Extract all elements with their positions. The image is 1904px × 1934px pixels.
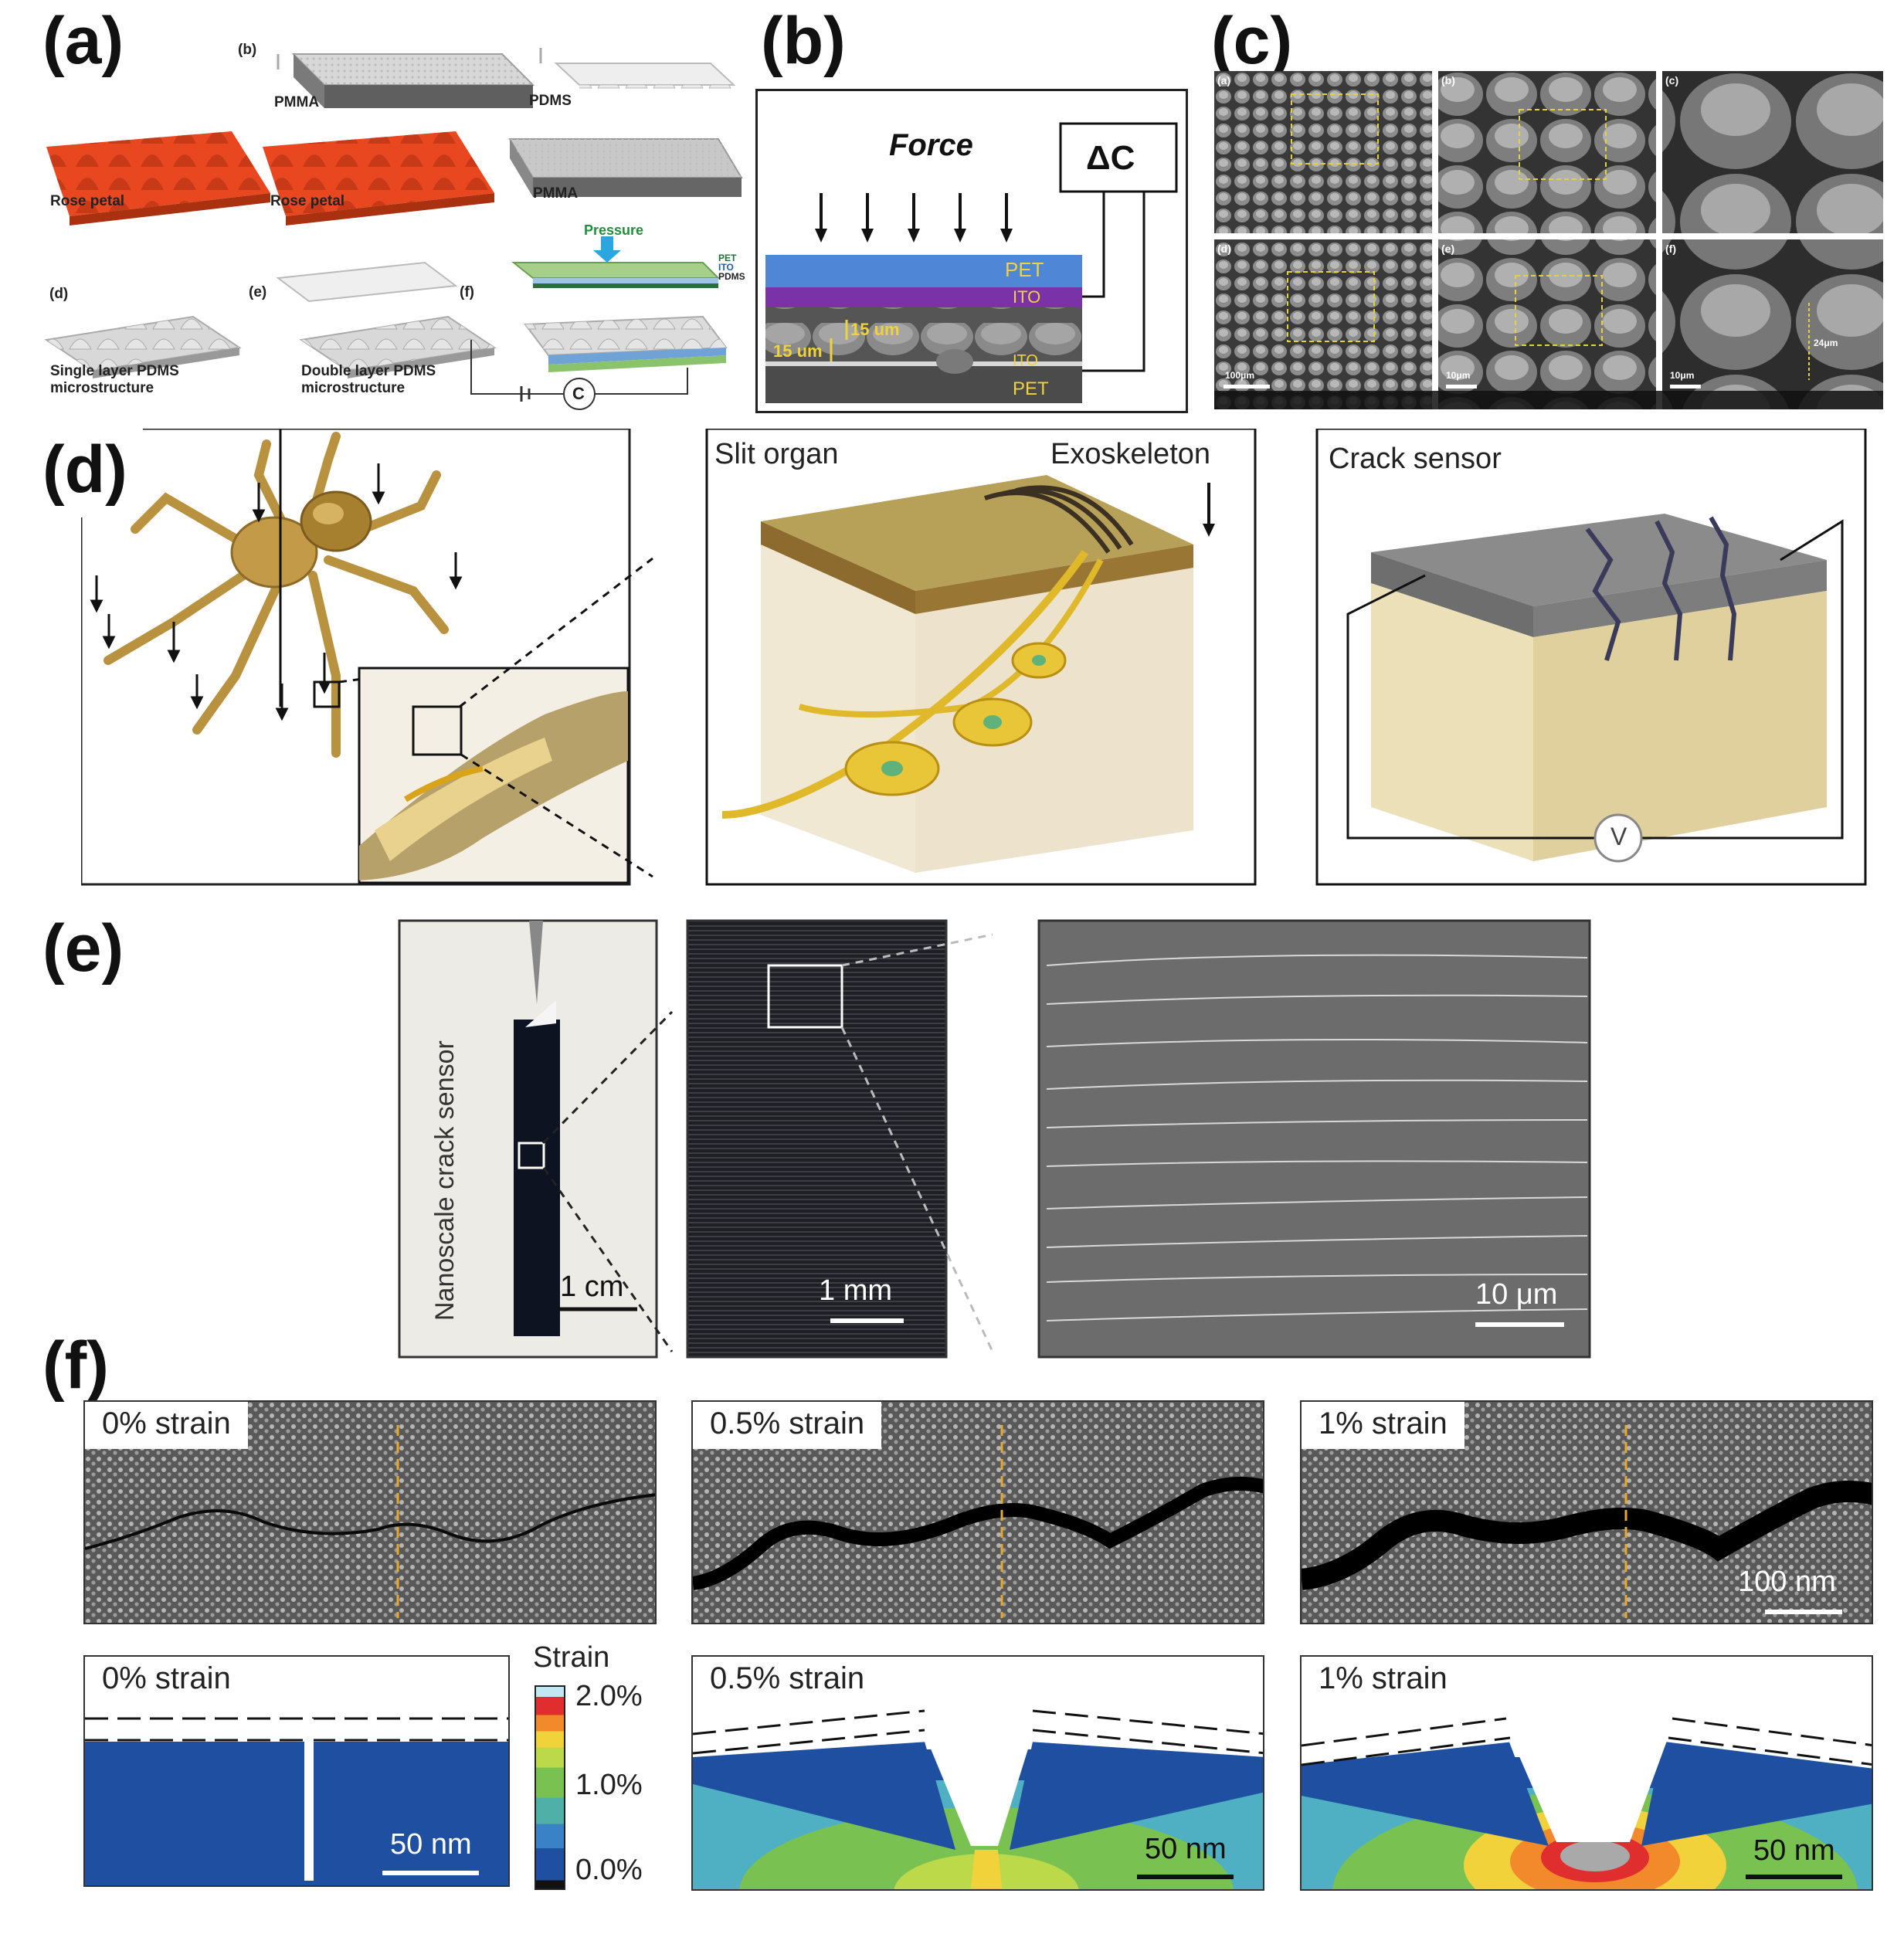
double-layer-pdms bbox=[276, 261, 497, 378]
scale-1mm-label: 1 mm bbox=[819, 1274, 892, 1307]
exoskeleton-label: Exoskeleton bbox=[1050, 438, 1211, 470]
panel-c-sub-b: (b) bbox=[1441, 74, 1455, 87]
sem-scale-100nm: 100 nm bbox=[1738, 1566, 1836, 1598]
single-layer-pdms bbox=[44, 315, 242, 378]
scale-1cm-label: 1 cm bbox=[560, 1271, 624, 1303]
pmma-top-label: PMMA bbox=[274, 94, 320, 110]
sim-0pct: 0% strain 50 nm bbox=[83, 1655, 510, 1887]
ito-bottom-label: ITO bbox=[1013, 352, 1038, 369]
panel-a-schematic bbox=[44, 48, 743, 410]
panel-e-letter: (e) bbox=[42, 911, 124, 986]
sem-label-1pct: 1% strain bbox=[1302, 1402, 1464, 1449]
force-arrows-icon bbox=[815, 193, 1013, 243]
panel-c-scale-3: 10μm bbox=[1670, 370, 1695, 381]
panel-c-dim: 24μm bbox=[1814, 338, 1838, 348]
panel-e-images bbox=[398, 919, 1591, 1359]
panel-c-sem-images bbox=[1214, 71, 1883, 409]
colorbar-tick-1: 1.0% bbox=[575, 1769, 643, 1801]
pdms-slab-top bbox=[554, 63, 736, 96]
panel-a-sub-b: (b) bbox=[238, 42, 257, 58]
delta-c-box bbox=[1059, 122, 1178, 193]
single-layer-label-2: microstructure bbox=[50, 380, 154, 396]
panel-c-sub-d: (d) bbox=[1217, 243, 1231, 255]
panel-b-diagram bbox=[765, 122, 1178, 403]
panel-d-figure: Slit organ Exoskeleton Crack sensor V bbox=[81, 429, 1881, 892]
double-layer-label: Double layer PDMS bbox=[301, 363, 436, 379]
ito-top-label: ITO bbox=[1013, 287, 1041, 307]
panel-c-scale-2: 10μm bbox=[1446, 370, 1471, 381]
capacitance-symbol: C bbox=[572, 384, 585, 403]
pdms-small-label: PDMS bbox=[718, 271, 745, 282]
pet-top-label: PET bbox=[1005, 258, 1044, 281]
scale-10um-label: 10 μm bbox=[1475, 1278, 1558, 1311]
panel-a-sub-e: (e) bbox=[249, 284, 267, 300]
panel-a-letter: (a) bbox=[42, 4, 124, 78]
colorbar-tick-2: 2.0% bbox=[575, 1680, 643, 1712]
sem-label-0pct: 0% strain bbox=[85, 1402, 248, 1449]
panel-c-sub-f: (f) bbox=[1665, 243, 1676, 255]
crack-sem-image bbox=[1037, 919, 1591, 1359]
pet-bottom-label: PET bbox=[1013, 378, 1049, 399]
panel-c-scale-1: 100μm bbox=[1225, 370, 1255, 381]
sim-scale-1pct: 50 nm bbox=[1753, 1834, 1835, 1867]
colorbar-tick-0: 0.0% bbox=[575, 1854, 643, 1886]
rose-petal-label-2: Rose petal bbox=[270, 193, 345, 209]
panel-c-sub-e: (e) bbox=[1441, 243, 1455, 255]
panel-b-letter: (b) bbox=[761, 4, 846, 78]
pdms-top-label: PDMS bbox=[529, 93, 572, 109]
pdms-microstructure bbox=[765, 307, 1082, 371]
panel-d-letter: (d) bbox=[42, 433, 127, 507]
sem-image-0pct: 0% strain bbox=[83, 1400, 657, 1624]
delta-c-label: ΔC bbox=[1086, 139, 1135, 177]
double-layer-label-2: microstructure bbox=[301, 380, 406, 396]
panel-c-sem-grid: (a) (b) (c) (d) (e) (f) 100μm 10μm 10μm … bbox=[1214, 71, 1883, 409]
force-label: Force bbox=[889, 128, 973, 162]
pmma-right-label: PMMA bbox=[533, 185, 579, 202]
ito-small-label: ITO bbox=[718, 262, 734, 273]
sim-1pct: 1% strain 50 nm bbox=[1300, 1655, 1873, 1891]
dim-label-1: 15 um bbox=[850, 320, 900, 339]
panel-a-sub-f: (f) bbox=[460, 284, 474, 300]
sim-label-05pct: 0.5% strain bbox=[710, 1661, 865, 1695]
sem-image-05pct: 0.5% strain bbox=[691, 1400, 1264, 1624]
colorbar bbox=[535, 1685, 565, 1890]
pmma-slab-right bbox=[508, 138, 743, 197]
rose-petal-middle bbox=[263, 131, 494, 226]
sim-label-0pct: 0% strain bbox=[102, 1661, 231, 1695]
sem-label-05pct: 0.5% strain bbox=[693, 1402, 882, 1449]
panel-c-letter: (c) bbox=[1211, 4, 1293, 78]
panel-c-sub-a: (a) bbox=[1217, 74, 1231, 87]
panel-a-figure: (b) PMMA PDMS Rose petal Rose petal PMMA… bbox=[39, 31, 749, 417]
pressure-arrow-icon bbox=[593, 236, 621, 263]
colorbar-title: Strain bbox=[533, 1641, 610, 1674]
panel-c-sub-c: (c) bbox=[1665, 74, 1679, 87]
panel-f-letter: (f) bbox=[42, 1328, 109, 1403]
panel-e-figure: Nanoscale crack sensor 1 cm 1 mm 10 μm bbox=[398, 919, 1591, 1359]
nanoscale-crack-sensor-label: Nanoscale crack sensor bbox=[430, 1040, 460, 1321]
capacitive-stack bbox=[470, 262, 728, 410]
sem-image-1pct: 1% strain 100 nm bbox=[1300, 1400, 1873, 1624]
voltmeter-label: V bbox=[1610, 823, 1627, 850]
rose-petal-left bbox=[46, 131, 270, 226]
single-layer-label: Single layer PDMS bbox=[50, 363, 179, 379]
pet-bottom-layer bbox=[765, 366, 1082, 403]
crack-sensor-label: Crack sensor bbox=[1329, 443, 1502, 475]
panel-a-sub-d: (d) bbox=[49, 286, 69, 302]
pressure-arrows-icon bbox=[90, 429, 463, 721]
sim-label-1pct: 1% strain bbox=[1319, 1661, 1448, 1695]
panel-b-frame: Force ΔC PET ITO 15 um 15 um ITO PET bbox=[755, 89, 1188, 413]
crack-streak-image bbox=[686, 919, 948, 1359]
pet-top-layer bbox=[765, 255, 1082, 287]
pet-small-label: PET bbox=[718, 253, 737, 263]
ito-top-layer bbox=[765, 287, 1082, 307]
pressure-label: Pressure bbox=[584, 222, 644, 238]
dim-label-2: 15 um bbox=[773, 341, 823, 361]
sim-scale-05pct: 50 nm bbox=[1145, 1833, 1227, 1865]
pmma-slab-top bbox=[291, 53, 535, 108]
sim-scale-0pct: 50 nm bbox=[390, 1828, 472, 1861]
sim-05pct: 0.5% strain 50 nm bbox=[691, 1655, 1264, 1891]
panel-d-illustration bbox=[81, 429, 1867, 886]
slit-organ-label: Slit organ bbox=[714, 438, 839, 470]
rose-petal-label-1: Rose petal bbox=[50, 193, 125, 209]
